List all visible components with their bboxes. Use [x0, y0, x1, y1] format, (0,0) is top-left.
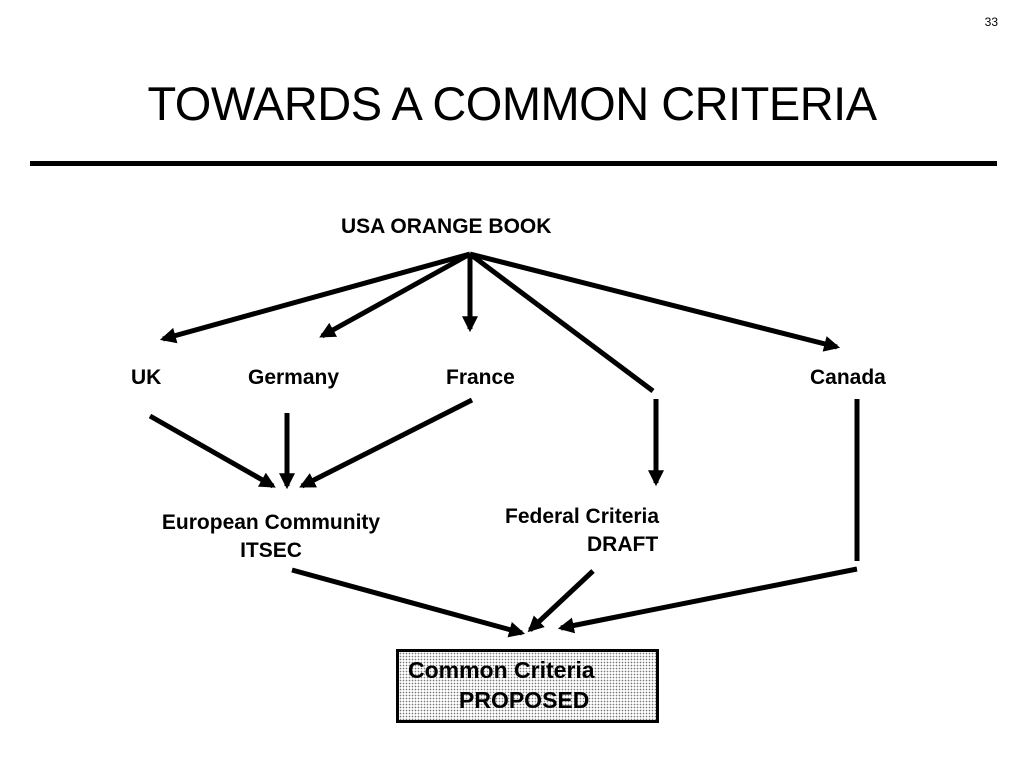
- node-federal-criteria: Federal Criteria DRAFT: [505, 503, 659, 560]
- arrow-usa-to-germany: [319, 251, 472, 339]
- line-usa-to-federal: [468, 251, 655, 394]
- arrow-canada-to-cc: [557, 566, 858, 634]
- fc-line-1: Federal Criteria: [505, 505, 660, 528]
- cc-line-2: PROPOSED: [459, 686, 590, 713]
- title-rule: [30, 161, 997, 166]
- arrow-usa-to-uk: [159, 251, 471, 344]
- cc-line-1: Common Criteria: [408, 657, 595, 683]
- node-common-criteria: Common Criteria PROPOSED: [408, 656, 595, 716]
- node-usa-orange-book: USA ORANGE BOOK: [341, 215, 552, 238]
- node-uk: UK: [131, 366, 162, 389]
- node-canada: Canada: [810, 366, 886, 389]
- arrow-france-to-ec: [299, 397, 474, 489]
- slide-title: TOWARDS A COMMON CRITERIA: [147, 77, 877, 130]
- arrow-federal-to-cc: [527, 569, 595, 633]
- fc-line-2: DRAFT: [587, 533, 659, 557]
- ec-line-1: European Community: [161, 511, 381, 534]
- node-france: France: [446, 366, 515, 389]
- node-european-community: European Community ITSEC: [140, 509, 402, 566]
- arrow-usa-to-canada: [469, 251, 841, 352]
- arrow-ec-to-cc: [291, 567, 526, 638]
- arrow-uk-to-ec: [148, 413, 276, 489]
- node-germany: Germany: [248, 366, 340, 389]
- common-criteria-box: [396, 649, 659, 723]
- slide-number: 33: [984, 15, 998, 29]
- ec-line-2: ITSEC: [240, 539, 302, 563]
